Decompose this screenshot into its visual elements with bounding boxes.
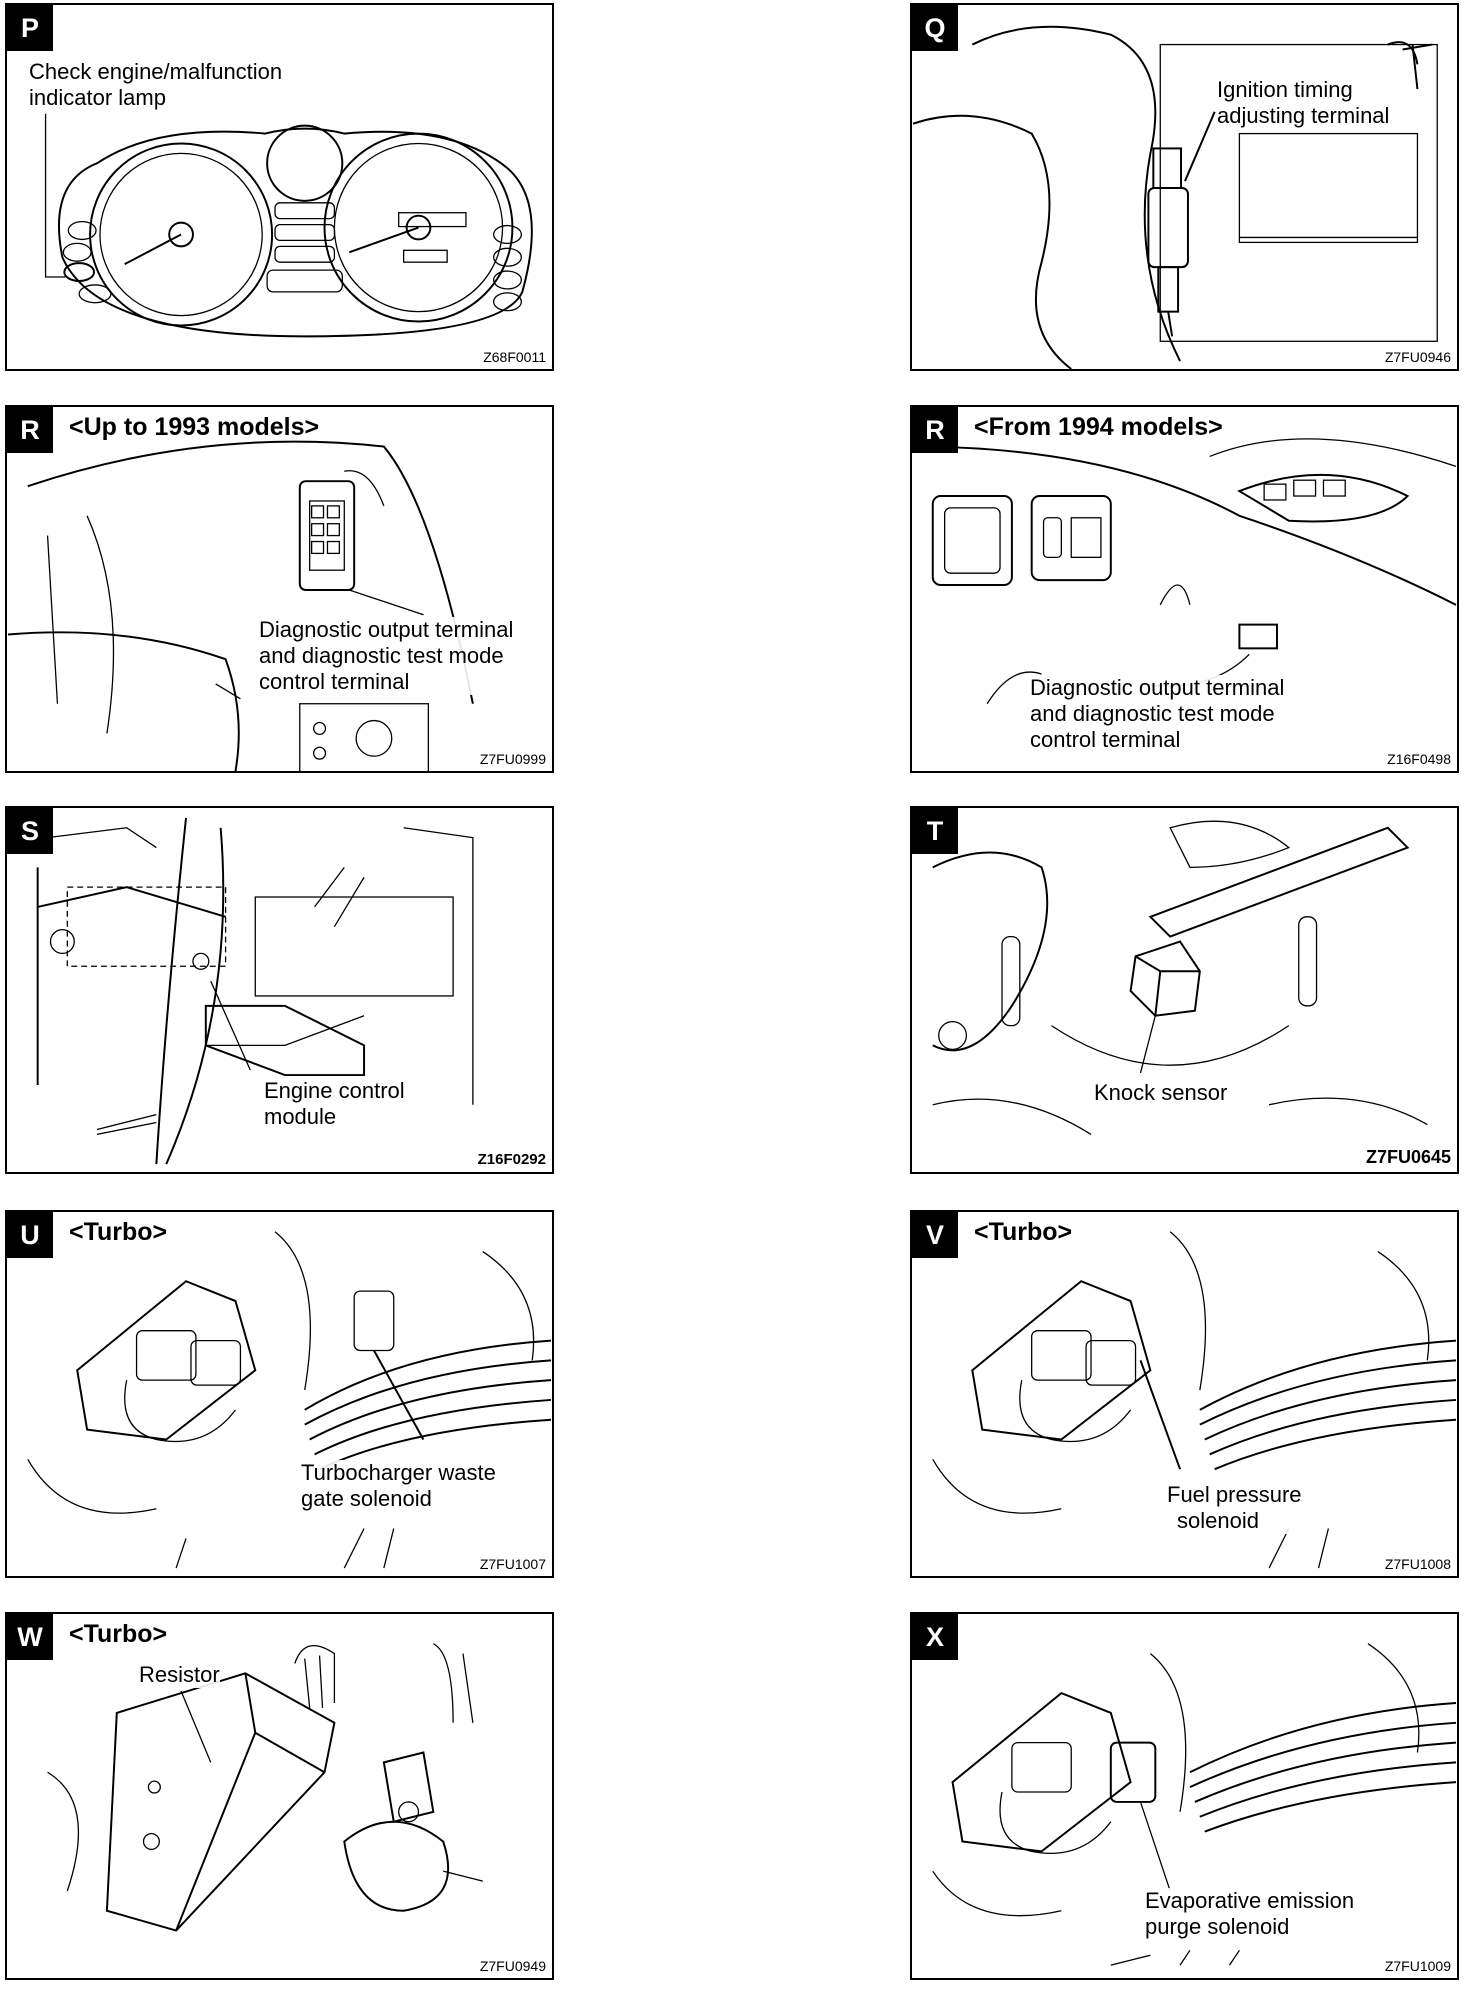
diagnostic-terminal-label: Diagnostic output terminal and diagnosti… [1030,675,1285,753]
ignition-timing-terminal-illustration [912,25,1438,369]
resistor-illustration [47,1643,483,1932]
waste-gate-solenoid-illustration [27,1231,552,1569]
figure-code: Z7FU1009 [1384,1958,1451,1974]
figure-letter: T [912,808,958,854]
figure-title: <Turbo> [69,1218,168,1246]
figure-s: S Engine control module Z16F0292 [5,806,554,1174]
fuel-pressure-solenoid-label: Fuel pressure solenoid [1167,1482,1302,1534]
check-engine-lamp-label: Check engine/malfunction indicator lamp [29,59,283,111]
figure-code: Z16F0292 [477,1151,546,1168]
figure-title: <From 1994 models> [974,413,1223,441]
figure-title: <Turbo> [974,1218,1073,1246]
figure-x: X Evaporative emission purge solenoid Z7… [910,1612,1459,1980]
waste-gate-solenoid-label: Turbocharger waste gate solenoid [301,1460,496,1512]
figure-letter: Q [912,5,958,51]
figure-letter: R [7,407,53,453]
figure-letter: U [7,1212,53,1258]
figure-code: Z7FU1008 [1384,1556,1451,1572]
diagnostic-connector-illustration [7,440,474,771]
purge-solenoid-label: Evaporative emission purge solenoid [1145,1888,1355,1940]
figure-u: U <Turbo> Turbocharger waste gate soleno… [5,1210,554,1578]
dashboard-connector-illustration [912,438,1457,705]
figure-title: <Turbo> [69,1620,168,1648]
knock-sensor-label: Knock sensor [1094,1080,1228,1106]
figure-p: P Check engine/malfunction indicator lam… [5,3,554,371]
knock-sensor-illustration [932,820,1428,1135]
resistor-label: Resistor [139,1662,220,1688]
figure-letter: R [912,407,958,453]
figure-r-up-to-1993: R <Up to 1993 models> Diagnostic output … [5,405,554,773]
figure-code: Z7FU0645 [1365,1147,1451,1168]
figure-letter: V [912,1212,958,1258]
engine-control-module-illustration [36,817,474,1165]
ignition-timing-label: Ignition timing adjusting terminal [1217,77,1390,129]
figure-q: Q Ignition timing adjusting terminal Z7F… [910,3,1459,371]
instrument-cluster-illustration [44,113,533,338]
fuel-pressure-solenoid-illustration [932,1231,1457,1569]
figure-r-from-1994: R <From 1994 models> Diagnostic output t… [910,405,1459,773]
figure-letter: W [7,1614,53,1660]
figure-code: Z16F0498 [1387,751,1451,767]
figure-code: Z7FU0999 [479,751,546,767]
figure-letter: S [7,808,53,854]
figure-title: <Up to 1993 models> [69,413,320,441]
figure-v: V <Turbo> Fuel pressure solenoid Z7FU100… [910,1210,1459,1578]
figure-code: Z68F0011 [483,349,546,365]
figure-code: Z7FU1007 [479,1556,546,1572]
figure-w: W <Turbo> Resistor Z7FU0949 [5,1612,554,1980]
figure-letter: X [912,1614,958,1660]
figure-code: Z7FU0949 [479,1958,546,1974]
figure-t: T Knock sensor Z7FU0645 [910,806,1459,1174]
purge-solenoid-illustration [932,1643,1457,1966]
diagnostic-terminal-label: Diagnostic output terminal and diagnosti… [259,617,514,695]
figure-letter: P [7,5,53,51]
engine-control-module-label: Engine control module [264,1078,405,1130]
figure-code: Z7FU0946 [1384,349,1451,365]
